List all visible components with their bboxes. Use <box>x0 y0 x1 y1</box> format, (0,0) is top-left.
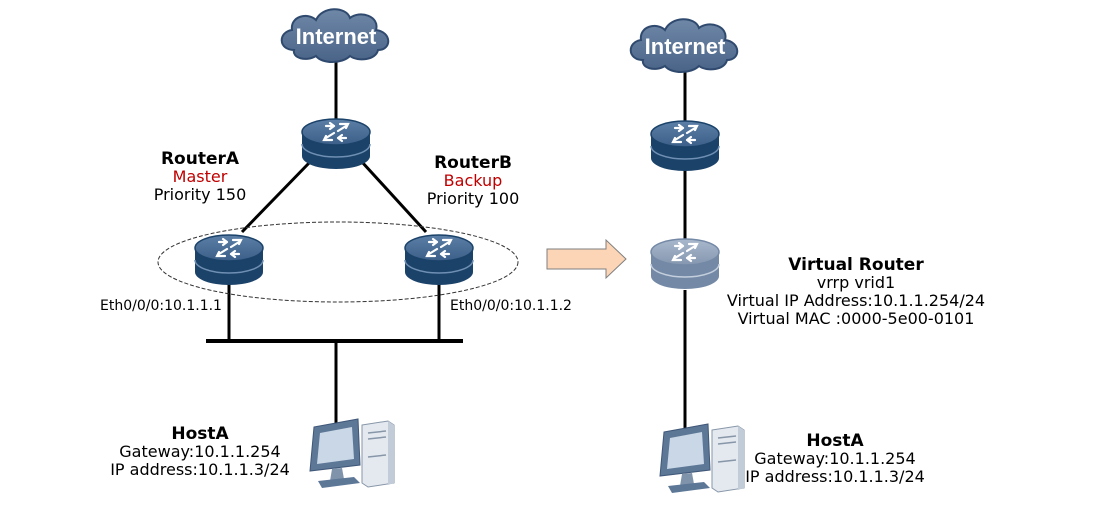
virtual-router-vrid: vrrp vrid1 <box>816 273 896 292</box>
router-b-priority: Priority 100 <box>426 189 520 208</box>
host-a-gateway-right: Gateway:10.1.1.254 <box>754 449 916 468</box>
router-a-priority: Priority 150 <box>153 185 247 204</box>
internet-label-left: Internet <box>296 24 377 49</box>
router-b-icon <box>403 233 475 287</box>
core-router-icon-right <box>649 119 721 173</box>
host-a-pc-icon-left <box>309 418 395 489</box>
link-core-routera <box>240 160 312 234</box>
host-a-label-left: HostA Gateway:10.1.1.254 IP address:10.1… <box>90 425 310 479</box>
internet-label-right: Internet <box>645 34 726 59</box>
host-a-ip-left: IP address:10.1.1.3/24 <box>110 460 290 479</box>
router-b-role: Backup <box>443 171 503 190</box>
host-a-name-left: HostA <box>171 424 229 444</box>
router-b-interface: Eth0/0/0:10.1.1.2 <box>450 298 572 314</box>
host-a-label-right: HostA Gateway:10.1.1.254 IP address:10.1… <box>730 432 940 486</box>
virtual-router-ip: Virtual IP Address:10.1.1.254/24 <box>726 291 986 310</box>
virtual-router-label: Virtual Router vrrp vrid1 Virtual IP Add… <box>706 256 1006 328</box>
host-a-name-right: HostA <box>806 431 864 451</box>
internet-cloud-icon-right: Internet <box>629 18 739 73</box>
router-a-name: RouterA <box>160 149 240 169</box>
host-a-ip-right: IP address:10.1.1.3/24 <box>745 467 925 486</box>
router-a-role: Master <box>172 167 228 186</box>
router-a-label: RouterA Master Priority 150 <box>140 150 260 204</box>
transition-arrow-icon <box>546 238 627 280</box>
router-a-icon <box>193 233 265 287</box>
router-b-name: RouterB <box>434 153 512 173</box>
core-router-icon <box>300 117 372 171</box>
router-b-label: RouterB Backup Priority 100 <box>408 154 538 208</box>
router-a-interface: Eth0/0/0:10.1.1.1 <box>100 298 222 314</box>
host-a-gateway-left: Gateway:10.1.1.254 <box>119 442 281 461</box>
vrrp-group-ellipse <box>157 221 519 303</box>
virtual-router-name: Virtual Router <box>788 255 924 275</box>
virtual-router-mac: Virtual MAC :0000-5e00-0101 <box>737 309 975 328</box>
link-core-routerb <box>360 160 428 234</box>
internet-cloud-icon: Internet <box>280 8 390 63</box>
